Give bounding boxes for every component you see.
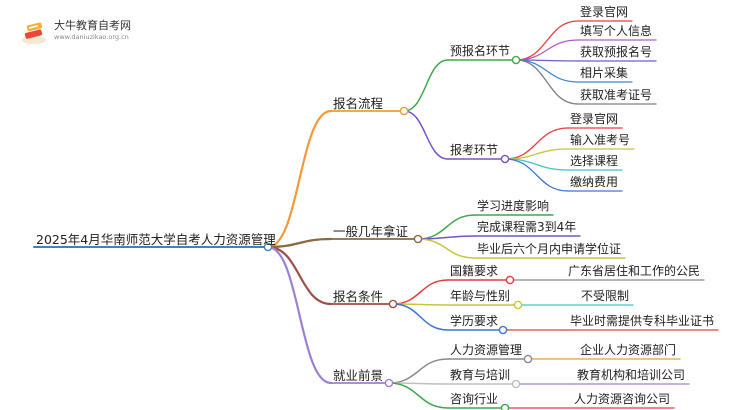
brand-name: 大牛教育自考网 bbox=[54, 19, 131, 32]
connector-root-2 bbox=[266, 245, 333, 306]
connector-n-b2c2 bbox=[392, 303, 449, 331]
leaf-hr-department: 企业人力资源部门 bbox=[580, 343, 677, 357]
connector-dot bbox=[500, 154, 510, 164]
leaf-age-gender-detail: 不受限制 bbox=[581, 289, 630, 303]
leaf-login-site-2: 登录官网 bbox=[570, 112, 619, 126]
connector-root-1 bbox=[266, 237, 333, 249]
node-education-training: 教育与培训 bbox=[450, 368, 511, 382]
leaf-training-institutions: 教育机构和培训公司 bbox=[577, 368, 686, 382]
node-exam-application: 报考环节 bbox=[450, 143, 499, 157]
connector-n-b3c0 bbox=[388, 358, 449, 384]
connector-dot bbox=[513, 300, 523, 310]
leaf-select-courses: 选择课程 bbox=[570, 154, 619, 168]
node-education: 学历要求 bbox=[450, 314, 499, 328]
connector-n-b0c0g4 bbox=[515, 59, 579, 105]
leaf-photo-collection: 相片采集 bbox=[580, 66, 629, 80]
leaf-pay-fees: 缴纳费用 bbox=[570, 175, 619, 189]
connector-dot bbox=[500, 403, 510, 410]
branch-years-to-certificate: 一般几年拿证 bbox=[333, 224, 409, 239]
connector-dot bbox=[263, 242, 273, 252]
leaf-get-admission-number: 获取准考证号 bbox=[580, 88, 653, 102]
node-study-progress: 学习进度影响 bbox=[477, 199, 550, 213]
node-nationality: 国籍要求 bbox=[450, 264, 499, 278]
branch-registration-requirements: 报名条件 bbox=[333, 289, 384, 304]
leaf-login-site: 登录官网 bbox=[580, 5, 629, 19]
connector-dot bbox=[399, 106, 409, 116]
brand-logo: 大牛教育自考网 www.daniuzikao.org.cn bbox=[20, 14, 131, 48]
root-node: 2025年4月华南师范大学自考人力资源管理 bbox=[36, 232, 276, 247]
node-hr-management: 人力资源管理 bbox=[450, 343, 523, 357]
connector-n-b0c0 bbox=[403, 59, 449, 112]
node-pre-registration: 预报名环节 bbox=[450, 44, 511, 58]
node-course-duration: 完成课程需3到4年 bbox=[477, 220, 577, 234]
book-stack-icon bbox=[22, 22, 46, 44]
connector-dot bbox=[388, 299, 398, 309]
connector-n-b0c1g3 bbox=[504, 158, 569, 192]
connector-dot bbox=[511, 379, 521, 389]
leaf-education-detail: 毕业时需提供专科毕业证书 bbox=[570, 314, 715, 328]
connector-n-b3c2 bbox=[388, 382, 449, 409]
leaf-fill-personal-info: 填写个人信息 bbox=[580, 24, 653, 38]
branch-career-prospects: 就业前景 bbox=[333, 368, 384, 383]
node-age-gender: 年龄与性别 bbox=[450, 289, 511, 303]
connector-root-3 bbox=[266, 245, 333, 385]
connector-n-b0c1 bbox=[403, 110, 449, 160]
connector-dot bbox=[413, 234, 423, 244]
branch-registration-process: 报名流程 bbox=[333, 96, 384, 111]
connector-dot bbox=[523, 354, 533, 364]
leaf-hr-consulting: 人力资源咨询公司 bbox=[574, 392, 671, 406]
connector-root-0 bbox=[266, 109, 333, 249]
connector-n-b1c2 bbox=[417, 238, 476, 259]
leaf-get-pre-registration-number: 获取预报名号 bbox=[580, 45, 653, 59]
node-consulting: 咨询行业 bbox=[450, 392, 499, 406]
brand-url: www.daniuzikao.org.cn bbox=[54, 33, 129, 41]
connector-n-b0c0g3 bbox=[515, 59, 579, 83]
connector-n-b2c0 bbox=[392, 279, 449, 305]
connector-dot bbox=[498, 325, 508, 335]
node-degree-application: 毕业后六个月内申请学位证 bbox=[477, 242, 622, 256]
connector-dot bbox=[505, 275, 515, 285]
connector-n-b0c0g1 bbox=[515, 39, 579, 61]
leaf-enter-admission-number: 输入准考号 bbox=[570, 133, 631, 147]
connector-dot bbox=[384, 378, 394, 388]
connector-dot bbox=[511, 55, 521, 65]
leaf-nationality-detail: 广东省居住和工作的公民 bbox=[568, 264, 701, 278]
connector-n-b0c0g0 bbox=[515, 20, 579, 61]
